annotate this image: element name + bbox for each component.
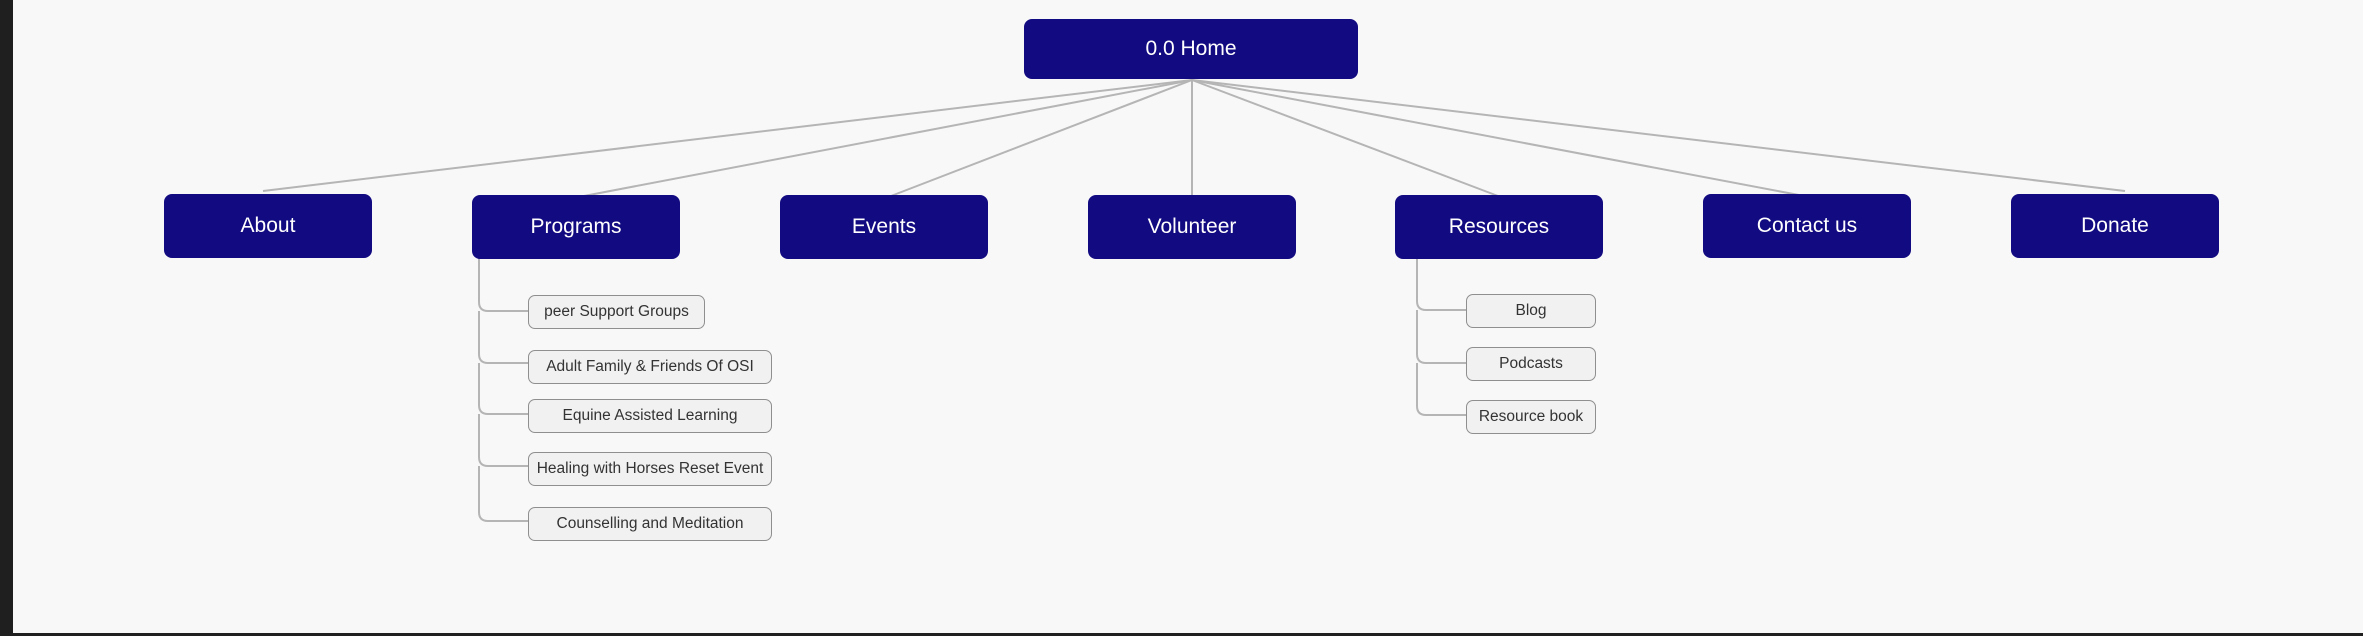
node-programs[interactable]: Programs	[472, 195, 680, 259]
connector-programs-child-4	[478, 414, 528, 467]
programs-child-label: peer Support Groups	[544, 303, 689, 320]
programs-child-equine-assisted-learning[interactable]: Equine Assisted Learning	[528, 399, 772, 433]
connector-home-about	[262, 79, 1193, 192]
programs-child-peer-support-groups[interactable]: peer Support Groups	[528, 295, 705, 329]
resources-child-label: Blog	[1515, 302, 1547, 319]
programs-child-label: Equine Assisted Learning	[562, 407, 738, 424]
node-contact-us[interactable]: Contact us	[1703, 194, 1911, 258]
node-resources[interactable]: Resources	[1395, 195, 1603, 259]
connector-programs-child-3	[478, 363, 528, 415]
node-programs-label: Programs	[530, 215, 622, 238]
connector-resources-child-1	[1416, 258, 1466, 311]
node-donate-label: Donate	[2081, 214, 2149, 237]
programs-child-label: Counselling and Meditation	[556, 515, 744, 532]
node-contact-us-label: Contact us	[1756, 214, 1858, 237]
connector-resources-child-2	[1416, 310, 1466, 364]
diagram-canvas	[13, 0, 2363, 633]
connector-home-resources	[1191, 79, 1499, 197]
window-edge	[0, 633, 2363, 636]
programs-child-label: Adult Family & Friends Of OSI	[546, 358, 754, 375]
node-about-label: About	[240, 214, 296, 237]
node-home-label: 0.0 Home	[1145, 37, 1237, 60]
node-volunteer-label: Volunteer	[1147, 215, 1237, 238]
connector-programs-child-1	[478, 258, 528, 312]
connector-programs-child-2	[478, 311, 528, 364]
connector-home-contact	[1191, 79, 1805, 197]
resources-child-blog[interactable]: Blog	[1466, 294, 1596, 328]
resources-child-podcasts[interactable]: Podcasts	[1466, 347, 1596, 381]
connector-resources-child-3	[1416, 363, 1466, 416]
resources-child-resource-book[interactable]: Resource book	[1466, 400, 1596, 434]
node-donate[interactable]: Donate	[2011, 194, 2219, 258]
node-events[interactable]: Events	[780, 195, 988, 259]
connector-home-donate	[1191, 79, 2126, 192]
node-about[interactable]: About	[164, 194, 372, 258]
connector-home-programs	[583, 79, 1193, 197]
programs-child-label: Healing with Horses Reset Event	[536, 460, 764, 477]
programs-child-healing-with-horses[interactable]: Healing with Horses Reset Event	[528, 452, 772, 486]
resources-child-label: Podcasts	[1499, 355, 1563, 372]
programs-child-counselling-meditation[interactable]: Counselling and Meditation	[528, 507, 772, 541]
programs-child-adult-family-friends[interactable]: Adult Family & Friends Of OSI	[528, 350, 772, 384]
connector-programs-child-5	[478, 466, 528, 522]
node-volunteer[interactable]: Volunteer	[1088, 195, 1296, 259]
node-home[interactable]: 0.0 Home	[1024, 19, 1358, 79]
node-resources-label: Resources	[1448, 215, 1550, 238]
node-events-label: Events	[851, 215, 917, 238]
resources-child-label: Resource book	[1478, 408, 1584, 425]
connector-home-events	[890, 79, 1193, 197]
